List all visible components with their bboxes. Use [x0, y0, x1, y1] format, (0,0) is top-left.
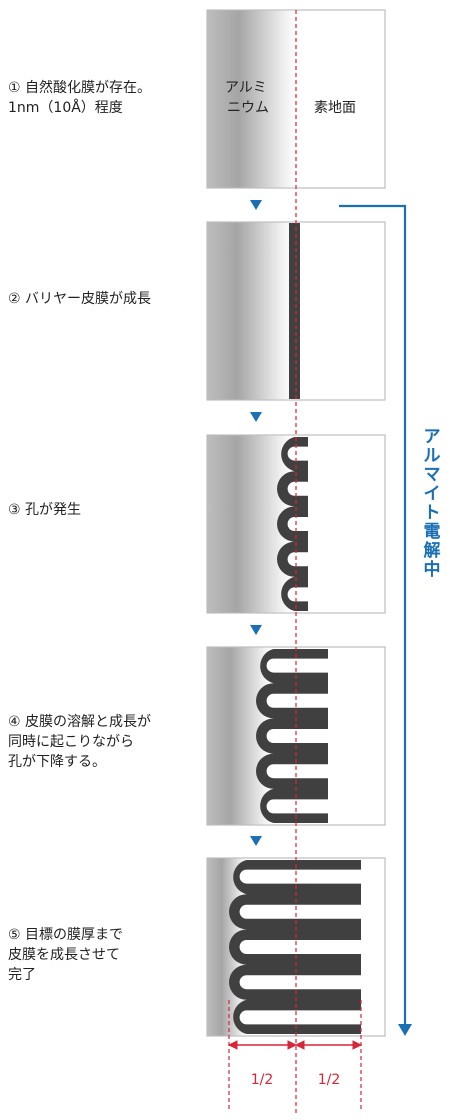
pore-channel	[287, 552, 310, 567]
porous-film-complete	[229, 860, 363, 1034]
process-label-char: 電	[424, 522, 441, 542]
substrate-label: 素地面	[314, 100, 356, 116]
down-arrow-icon	[250, 625, 262, 635]
down-arrow-icon	[250, 836, 262, 846]
step-5-label: ⑤ 目標の膜厚まで 皮膜を成長させて 完了	[8, 927, 124, 983]
pore-channel	[266, 729, 330, 743]
pore-channel	[287, 446, 310, 461]
porous-film-growing	[256, 649, 330, 823]
dimension-right-label: 1/2	[318, 1072, 341, 1088]
dimension-arrows	[227, 1040, 363, 1050]
panel-pore-growth	[206, 646, 386, 826]
process-label-char: ト	[424, 503, 441, 523]
step-3-label: ③ 孔が発生	[8, 502, 82, 518]
process-arrow	[339, 204, 412, 1036]
process-label-char: 解	[424, 540, 441, 561]
pore-channel	[266, 658, 330, 673]
panel-natural-oxide: アルミ ニウム 素地面	[206, 9, 386, 189]
panel-barrier-film	[206, 221, 386, 401]
step-arrows	[250, 200, 262, 846]
step-4-label: ④ 皮膜の溶解と成長が 同時に起こりながら 孔が下降する。	[8, 714, 152, 770]
process-label-char: ア	[424, 427, 441, 447]
pore-channel	[287, 587, 310, 602]
porous-film-initial	[277, 437, 310, 611]
down-arrow-icon	[250, 412, 262, 422]
pore-channel	[239, 904, 363, 919]
pore-channel	[287, 481, 310, 496]
panel-complete	[206, 857, 386, 1037]
pore-channel	[239, 975, 363, 990]
pore-channel	[266, 693, 330, 708]
pore-channel	[287, 517, 310, 531]
pore-channel	[266, 799, 330, 814]
pore-channel	[266, 764, 330, 779]
panel-pore-formation	[206, 434, 386, 614]
barrier-film	[289, 223, 300, 399]
pore-channel	[239, 940, 363, 954]
pore-channel	[239, 1010, 363, 1025]
dimension-left-label: 1/2	[251, 1072, 274, 1088]
process-label-char: イ	[424, 484, 441, 504]
down-arrow-icon	[398, 1024, 412, 1036]
process-label-char: マ	[424, 465, 441, 485]
aluminum-label: アルミ ニウム	[225, 80, 271, 116]
step-2-label: ② バリヤー皮膜が成長	[8, 291, 152, 307]
process-label-char: 中	[424, 559, 441, 580]
process-label-char: ル	[424, 446, 441, 466]
step-1-label: ① 自然酸化膜が存在。 1nm（10Å）程度	[8, 80, 152, 116]
down-arrow-icon	[250, 200, 262, 210]
pore-channel	[239, 869, 363, 884]
